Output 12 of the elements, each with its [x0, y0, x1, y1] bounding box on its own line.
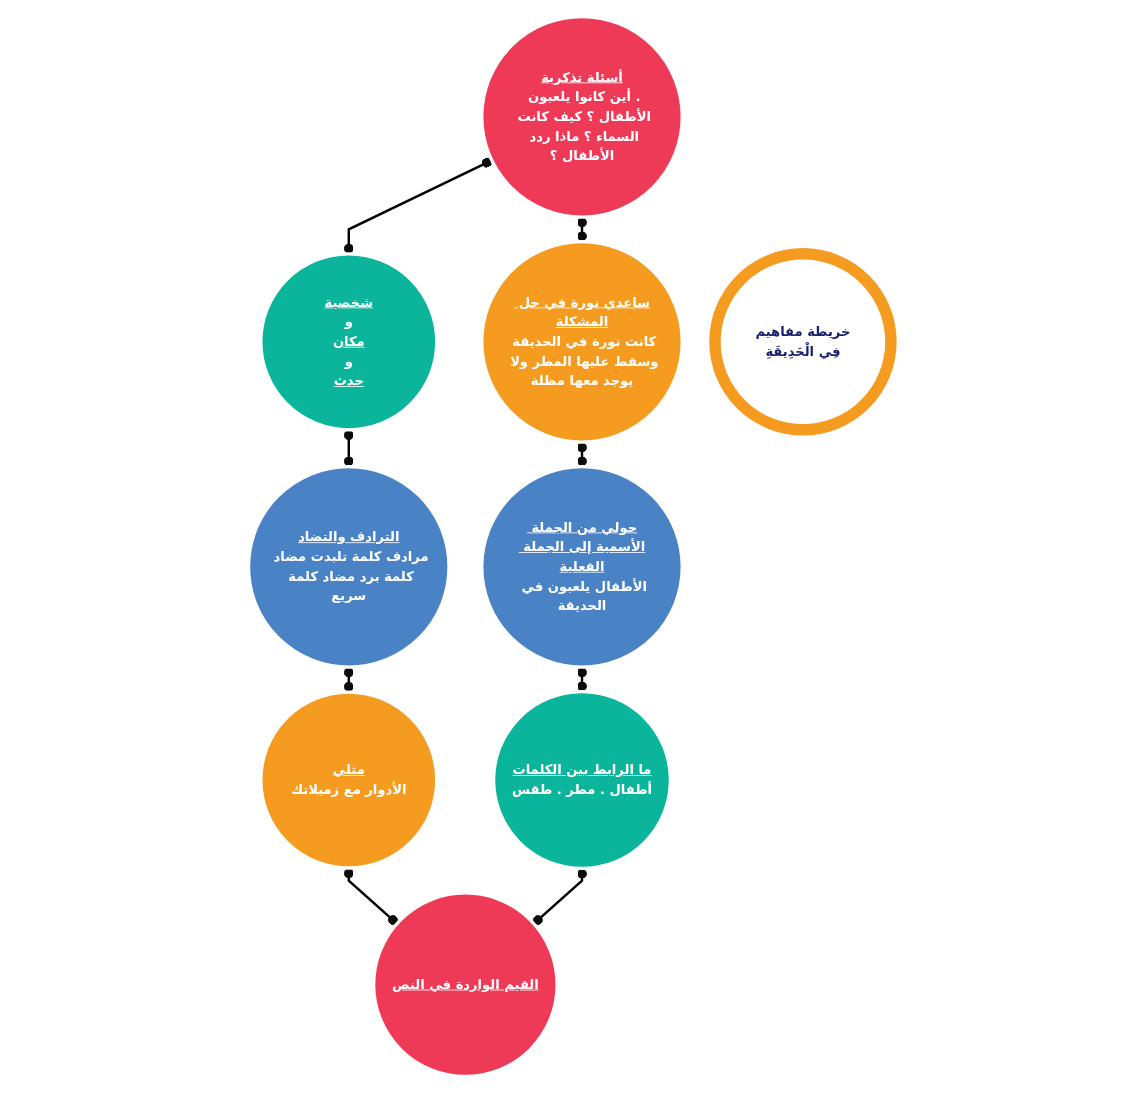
connector: [533, 868, 588, 925]
connector: [344, 868, 399, 925]
node-circle: خريطة مفاهيم فِي الْحَدِيقَةِ: [709, 248, 897, 436]
connector: [577, 442, 588, 467]
node-circle: الترادف والتضاد مرادف كلمة تلبدت مضاد كلمة برد مضاد كلمة سريع: [247, 465, 451, 669]
connector: [344, 157, 493, 254]
node-circle: شخصية و مكان و حدث: [259, 252, 439, 432]
connector: [577, 217, 588, 242]
connector: [344, 429, 354, 467]
node-circle: مثلي الأدوار مع زميلاتك: [259, 690, 439, 870]
connector: [577, 667, 588, 692]
connector: [344, 667, 354, 693]
